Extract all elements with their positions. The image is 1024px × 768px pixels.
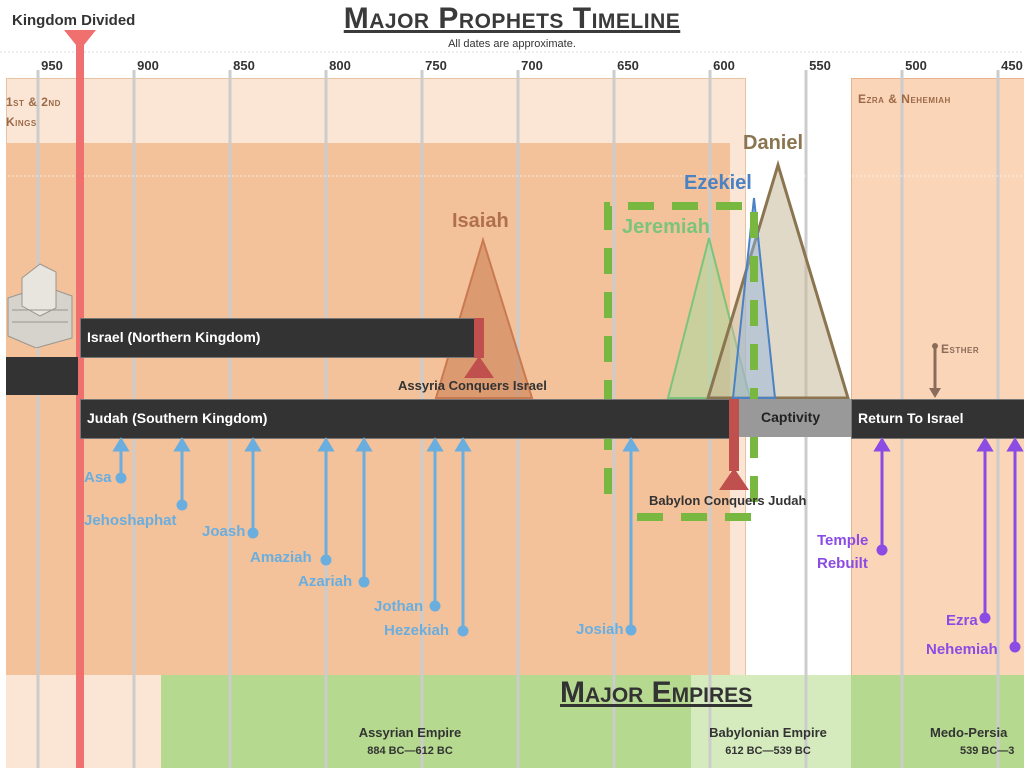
babylon-marker [729,399,739,471]
israel-bar-label: Israel (Northern Kingdom) [87,329,261,345]
assyria-arrow [464,356,494,378]
kingdom-divided-marker [64,30,96,50]
babylonian-empire-dates: 612 BC—539 BC [725,745,811,757]
kingdom-divided-label: Kingdom Divided [12,12,136,29]
babylon-arrow [719,468,749,490]
ezekiel-label: Ezekiel [684,172,752,194]
assyrian-empire-dates: 884 BC—612 BC [367,745,453,757]
nehemiah-label: Nehemiah [926,641,998,658]
tick-label: 650 [617,58,639,73]
temple-image [7,263,73,348]
kings-book-label: 1st & 2nd Kings [6,95,61,129]
persian-empire-name: Medo-Persia [930,725,1008,740]
ezra-nehemiah-label: Ezra & Nehemiah [858,92,951,106]
israel-bar: Israel (Northern Kingdom) [80,318,476,358]
tick-label: 850 [233,58,255,73]
persian-empire-dates: 539 BC—3 [960,745,1015,757]
assyria-conquers-label: Assyria Conquers Israel [398,378,547,393]
king-azariah: Azariah [298,573,353,590]
assyrian-empire-name: Assyrian Empire [358,725,462,740]
king-amaziah: Amaziah [250,549,312,566]
king-jehoshaphat: Jehoshaphat [84,512,177,529]
tick-label: 700 [521,58,543,73]
tick-label: 900 [137,58,159,73]
tick-label: 800 [329,58,351,73]
babylonian-empire-name: Babylonian Empire [709,725,827,740]
tick-label: 950 [41,58,63,73]
assyrian-empire-band [161,675,691,768]
king-joash: Joash [202,523,246,540]
jeremiah-label: Jeremiah [622,216,710,238]
captivity-label: Captivity [761,409,821,425]
ezra-nehemiah-region [851,78,1024,677]
esther-label: Esther [941,342,980,356]
babylon-conquers-label: Babylon Conquers Judah [649,493,807,508]
tick-label: 550 [809,58,831,73]
temple-label: Temple [817,532,869,549]
king-hezekiah: Hezekiah [384,622,450,639]
tick-label: 600 [713,58,735,73]
tick-label: 750 [425,58,447,73]
isaiah-label: Isaiah [452,210,509,232]
tick-label: 450 [1001,58,1023,73]
daniel-label: Daniel [743,132,804,154]
united-kingdom-bar [6,357,78,395]
rebuilt-label: Rebuilt [817,555,868,572]
king-asa: Asa [84,469,112,486]
judah-bar-label: Judah (Southern Kingdom) [87,410,268,426]
page-title: Major Prophets Timeline [343,2,681,35]
major-empires-title: Major Empires [560,676,753,709]
tick-label: 500 [905,58,927,73]
assyria-marker [474,318,484,358]
king-jothan: Jothan [374,598,424,615]
return-label: Return To Israel [858,410,964,426]
jeremiah-bracket [604,202,758,521]
ezra-label: Ezra [946,612,978,629]
babylonian-empire-band [691,675,851,768]
return-bar: Return To Israel [851,399,1024,439]
captivity-bar: Captivity [739,399,851,437]
page-subtitle: All dates are approximate. [448,38,576,50]
king-josiah: Josiah [576,621,624,638]
daniel-triangle [705,159,851,400]
judah-bar: Judah (Southern Kingdom) [80,399,732,439]
persian-empire-band [851,675,1024,768]
